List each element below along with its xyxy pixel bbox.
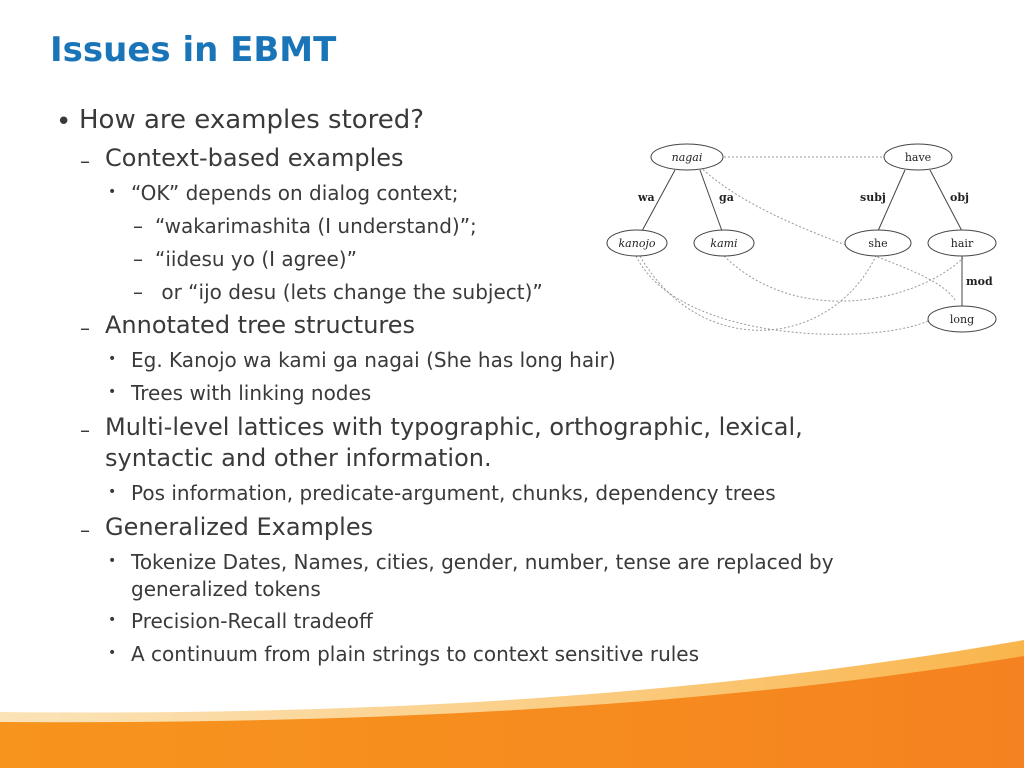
dash-marker: – [133,280,143,304]
node-label-kanojo: kanojo [619,237,656,250]
bullet-marker: • [108,553,117,569]
tree-diagram: wa ga subj obj mod nagai kanojo kami hav… [606,143,997,335]
dash-marker: – [80,316,90,340]
bullet-linking-nodes: Trees with linking nodes [131,381,372,405]
node-label-hair: hair [951,237,974,250]
bullet-continuum: A continuum from plain strings to contex… [131,642,700,666]
bullet-marker: • [108,484,117,500]
dash-marker: – [133,247,143,271]
node-hair: hair [927,229,997,257]
bullet-marker: • [108,612,117,628]
edge-have-hair [929,169,963,232]
bullet-marker: • [56,107,72,137]
edge-nagai-kanojo [641,169,676,232]
bullet-annotated-trees: Annotated tree structures [105,311,416,339]
node-have: have [883,143,953,171]
bullet-multilevel-line1: Multi-level lattices with typographic, o… [105,413,803,441]
bullet-tokenize-line2: generalized tokens [131,577,321,601]
dash-marker: – [133,214,143,238]
bullet-ok-depends: “OK” depends on dialog context; [131,181,459,205]
node-label-have: have [905,151,931,164]
bullet-marker: • [108,384,117,400]
node-long: long [927,305,997,333]
node-label-nagai: nagai [672,151,703,164]
edge-label-obj: obj [950,191,969,204]
link-kanojo-she [639,255,877,331]
bullet-wakarimashita: “wakarimashita (I understand)”; [155,214,477,238]
bullet-iidesu: “iidesu yo (I agree)” [155,247,357,271]
node-kanojo: kanojo [606,229,668,257]
node-nagai: nagai [650,143,724,171]
edge-label-ga: ga [719,191,734,204]
edge-have-she [877,169,906,232]
dash-marker: – [80,149,90,173]
bullet-context-based: Context-based examples [105,144,404,172]
node-kami: kami [693,229,755,257]
bullet-ijo-desu: or “ijo desu (lets change the subject)” [155,280,543,304]
swoosh-orange [0,656,1024,768]
bullet-tokenize-line1: Tokenize Dates, Names, cities, gender, n… [131,550,834,574]
edge-nagai-kami [699,169,723,232]
edge-label-subj: subj [860,191,886,204]
bullet-marker: • [108,184,117,200]
bullet-precision-recall: Precision-Recall tradeoff [131,609,373,633]
link-kami-hair [723,255,964,302]
bullet-marker: • [108,351,117,367]
node-label-she: she [868,237,887,250]
bullet-multilevel-line2: syntactic and other information. [105,444,492,472]
bullet-generalized-examples: Generalized Examples [105,513,374,541]
node-label-long: long [950,313,974,326]
dash-marker: – [80,418,90,442]
edge-label-wa: wa [637,191,655,204]
footer-swoosh [0,640,1024,768]
slide-title: Issues in EBMT [50,30,337,70]
dash-marker: – [80,518,90,542]
bullet-kanojo-example: Eg. Kanojo wa kami ga nagai (She has lon… [131,348,616,372]
node-she: she [844,229,912,257]
bullet-how-stored: How are examples stored? [79,105,425,135]
bullet-pos-information: Pos information, predicate-argument, chu… [131,481,776,505]
bullet-marker: • [108,645,117,661]
link-lower-arc [635,255,931,335]
node-label-kami: kami [710,237,737,250]
edge-label-mod: mod [966,275,993,288]
